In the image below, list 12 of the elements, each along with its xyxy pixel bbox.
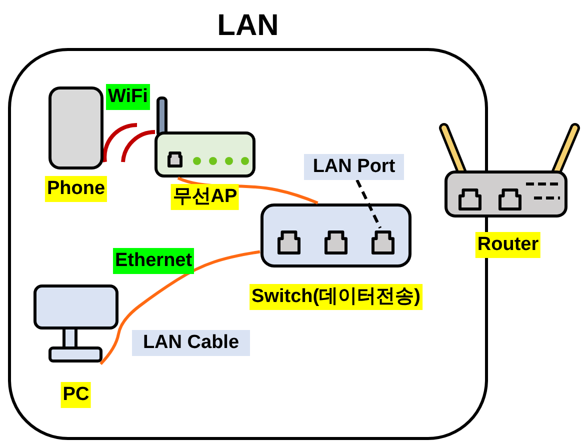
device-label: PC (60, 382, 92, 408)
device-label: Switch(데이터전송) (250, 284, 422, 310)
tech-label: Ethernet (113, 248, 194, 274)
device-label: Phone (44, 176, 108, 202)
device-label: 무선AP (170, 184, 240, 210)
lan-heading: LAN (216, 9, 280, 43)
tech-label: WiFi (106, 84, 150, 110)
port-tag: LAN Port (304, 154, 404, 180)
device-label: Router (475, 232, 541, 258)
leader-line (356, 179, 382, 229)
network-cable (100, 250, 260, 366)
port-tag: LAN Cable (132, 330, 250, 356)
